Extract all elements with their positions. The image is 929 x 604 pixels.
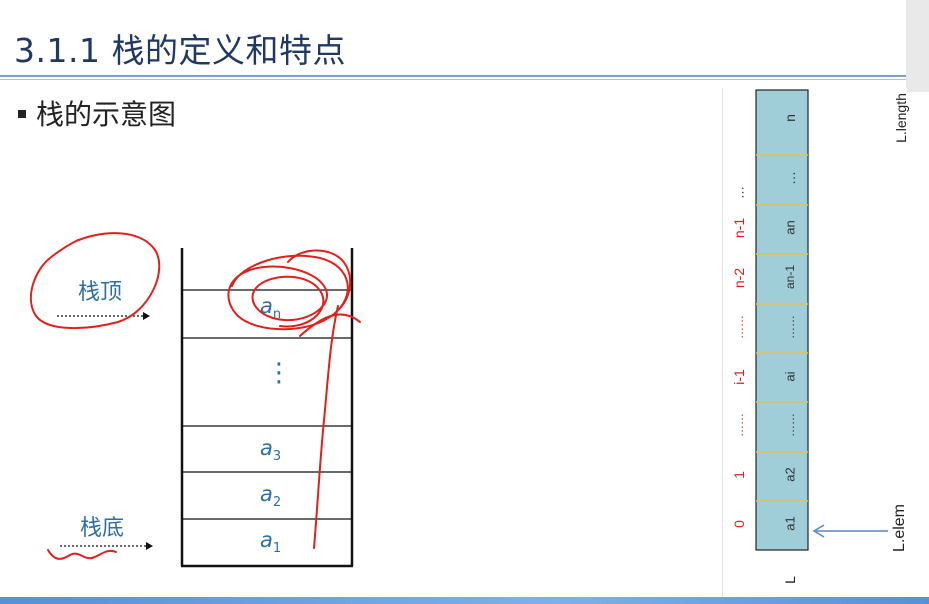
side-panel-edge bbox=[906, 0, 929, 92]
array-index-i-1: i-1 bbox=[731, 369, 747, 385]
cell-name: a bbox=[260, 294, 273, 318]
stack-cell-a2: a2 bbox=[260, 482, 281, 510]
array-cell-an: an bbox=[782, 220, 798, 235]
elem-arrowhead-icon bbox=[812, 524, 825, 538]
bullet-text: 栈的示意图 bbox=[36, 98, 177, 131]
cell-sub: 2 bbox=[272, 495, 282, 511]
hook-stroke bbox=[299, 313, 361, 337]
cell-sub: n bbox=[272, 307, 282, 323]
stack-cell-an: an bbox=[260, 294, 281, 322]
bullet-marker-icon bbox=[18, 110, 26, 118]
array-index-ellipsis-2: …… bbox=[732, 315, 746, 339]
squiggle-under-bottom-label bbox=[47, 549, 117, 560]
array-cell-an-1: an-1 bbox=[783, 264, 797, 290]
page-title: 3.1.1 栈的定义和特点 bbox=[14, 31, 346, 70]
array-index-0: 0 bbox=[731, 520, 747, 528]
array-cell-a1: a1 bbox=[782, 516, 798, 531]
array-cell-ai: ai bbox=[782, 371, 798, 382]
cell-name: a bbox=[260, 528, 273, 552]
scribble-loop-top bbox=[287, 249, 352, 311]
bottom-arrowhead-icon bbox=[146, 542, 153, 550]
array-base-label: L bbox=[782, 576, 798, 584]
cell-name: a bbox=[260, 436, 273, 460]
title-divider bbox=[0, 75, 906, 77]
array-elem-label: L.elem bbox=[891, 503, 908, 553]
array-panel bbox=[722, 88, 907, 600]
cell-name: a bbox=[260, 482, 273, 506]
array-cell-ellipsis-2: …… bbox=[783, 315, 797, 339]
stack-bottom-label: 栈底 bbox=[80, 516, 125, 541]
title-divider-thin bbox=[0, 79, 906, 80]
stack-top-label: 栈顶 bbox=[78, 280, 123, 305]
cell-sub: 3 bbox=[272, 449, 282, 465]
circle-around-top-label bbox=[29, 232, 161, 329]
bullet-heading: 栈的示意图 bbox=[18, 93, 176, 133]
stack-cell-a1: a1 bbox=[260, 528, 281, 556]
stack-dividers bbox=[182, 289, 352, 520]
array-index-ellipsis: … bbox=[731, 186, 747, 199]
array-index-1: 1 bbox=[731, 471, 747, 479]
stack-cell-ellipsis: ⋮ bbox=[266, 358, 292, 388]
array-index-n-2: n-2 bbox=[731, 267, 747, 289]
array-cell-n: n bbox=[782, 114, 798, 122]
stack-container bbox=[180, 248, 354, 568]
vertical-stroke-down bbox=[313, 305, 339, 549]
array-column bbox=[755, 89, 809, 551]
handwritten-annotations bbox=[29, 232, 361, 560]
array-cell-ellipsis: … bbox=[782, 171, 798, 185]
array-index-n-1: n-1 bbox=[731, 217, 747, 239]
array-dividers bbox=[756, 154, 808, 502]
array-cell-a2: a2 bbox=[782, 467, 798, 482]
stack-cell-a3: a3 bbox=[260, 436, 281, 464]
array-cell-ellipsis-3: …… bbox=[783, 413, 797, 437]
top-arrowhead-icon bbox=[143, 312, 150, 320]
circle-scribble-top-cell bbox=[227, 254, 349, 331]
cell-sub: 1 bbox=[272, 541, 282, 557]
array-index-ellipsis-3: …… bbox=[732, 413, 746, 437]
array-length-label: L.length bbox=[893, 93, 909, 143]
bottom-status-bar bbox=[0, 597, 929, 604]
